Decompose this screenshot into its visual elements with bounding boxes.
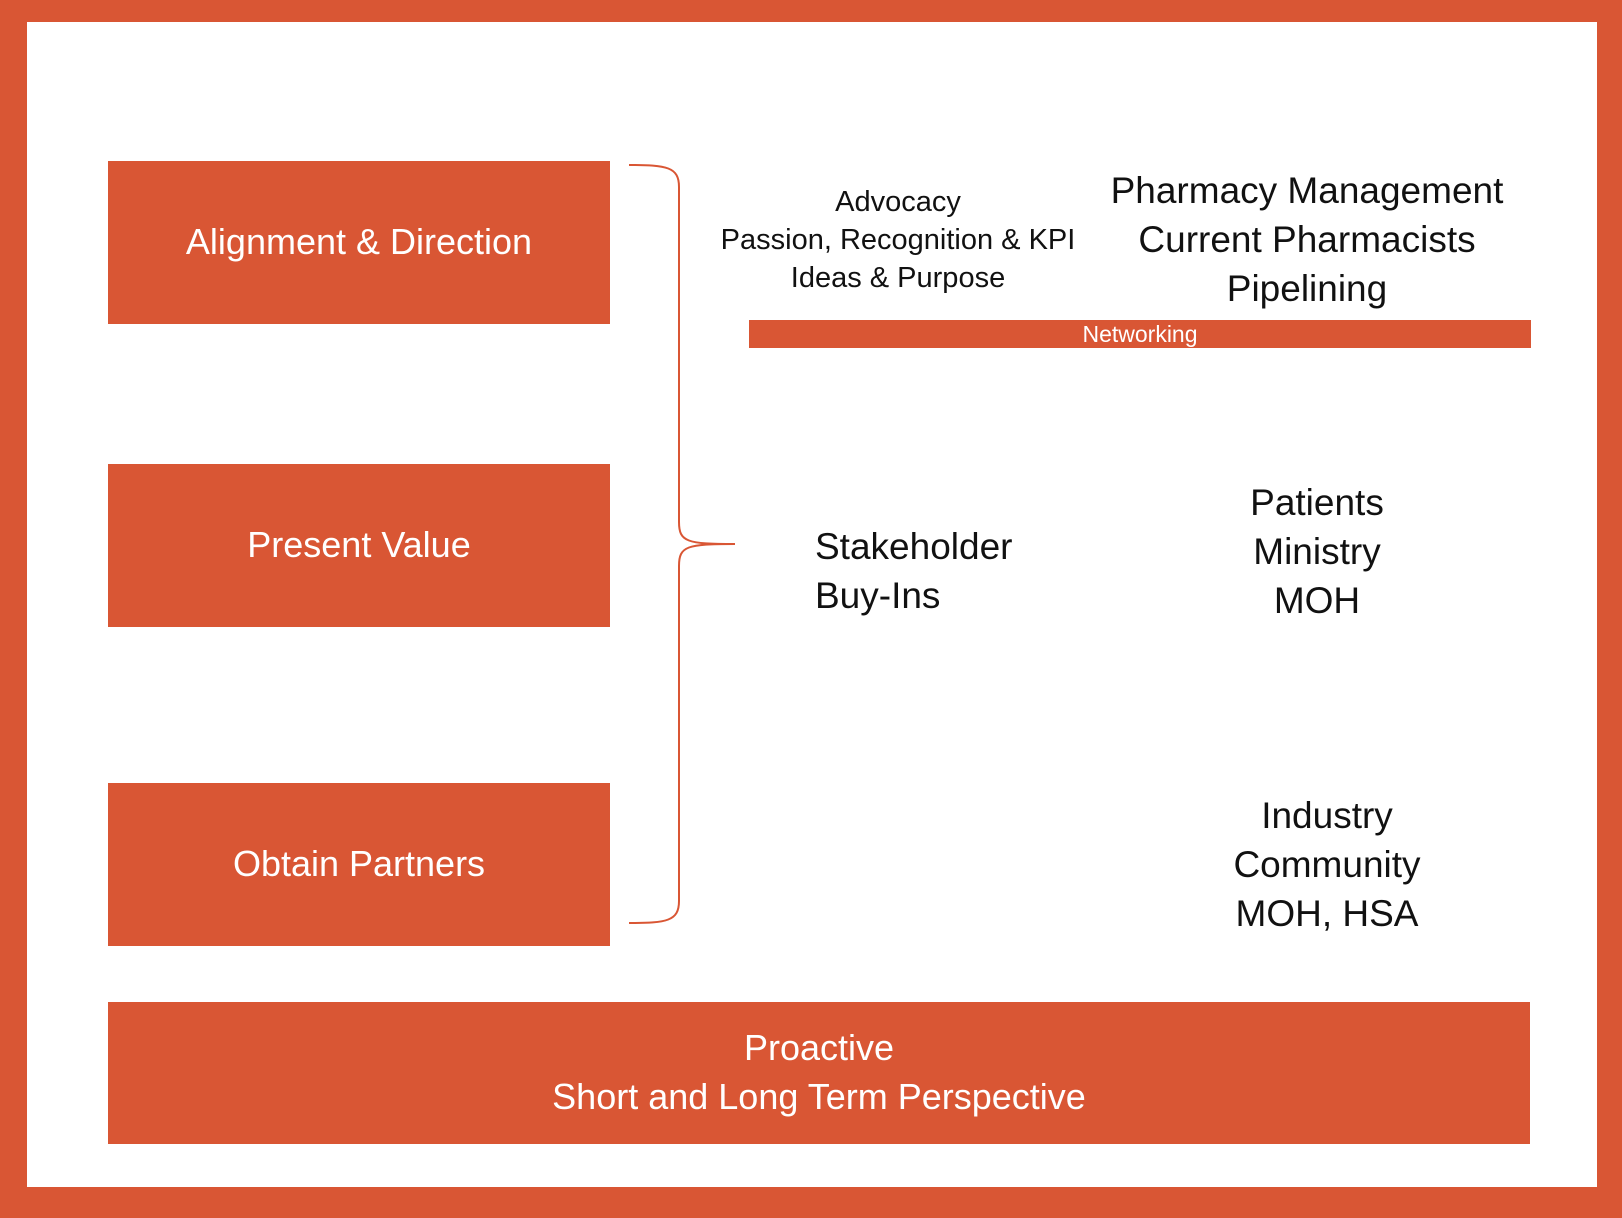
slide: Alignment & Direction Present Value Obta… [27,22,1597,1187]
advocacy-line-3: Ideas & Purpose [790,262,1006,294]
advocacy-text-block: Advocacy Passion, Recognition & KPI Idea… [713,183,1083,297]
alignment-direction-label: Alignment & Direction [185,221,533,263]
industry-line-1: Industry [1261,795,1393,836]
stakeholder-text-block: Stakeholder Buy-Ins [815,522,1075,620]
industry-line-2: Community [1233,844,1421,885]
industry-text-block: Industry Community MOH, HSA [1167,791,1487,938]
patients-text-block: Patients Ministry MOH [1197,478,1437,625]
networking-label: Networking [1082,320,1198,347]
obtain-partners-label: Obtain Partners [232,843,486,885]
proactive-footer-box: Proactive Short and Long Term Perspectiv… [108,1002,1530,1144]
patients-line-1: Patients [1250,482,1384,523]
industry-line-3: MOH, HSA [1235,893,1419,934]
patients-line-3: MOH [1273,580,1361,621]
patients-line-2: Ministry [1253,531,1381,572]
advocacy-line-2: Passion, Recognition & KPI [720,224,1076,256]
alignment-direction-box: Alignment & Direction [108,161,610,324]
pharmacy-line-2: Current Pharmacists [1138,219,1476,260]
networking-bar: Networking [749,320,1531,348]
present-value-label: Present Value [247,524,471,566]
pharmacy-line-1: Pharmacy Management [1110,170,1504,211]
pharmacy-text-block: Pharmacy Management Current Pharmacists … [1097,166,1517,313]
stakeholder-line-2: Buy-Ins [815,575,941,616]
present-value-box: Present Value [108,464,610,627]
obtain-partners-box: Obtain Partners [108,783,610,946]
pharmacy-line-3: Pipelining [1226,268,1388,309]
footer-line-2: Short and Long Term Perspective [552,1076,1086,1117]
advocacy-line-1: Advocacy [835,186,961,218]
stakeholder-line-1: Stakeholder [815,526,1013,567]
footer-line-1: Proactive [743,1027,895,1069]
